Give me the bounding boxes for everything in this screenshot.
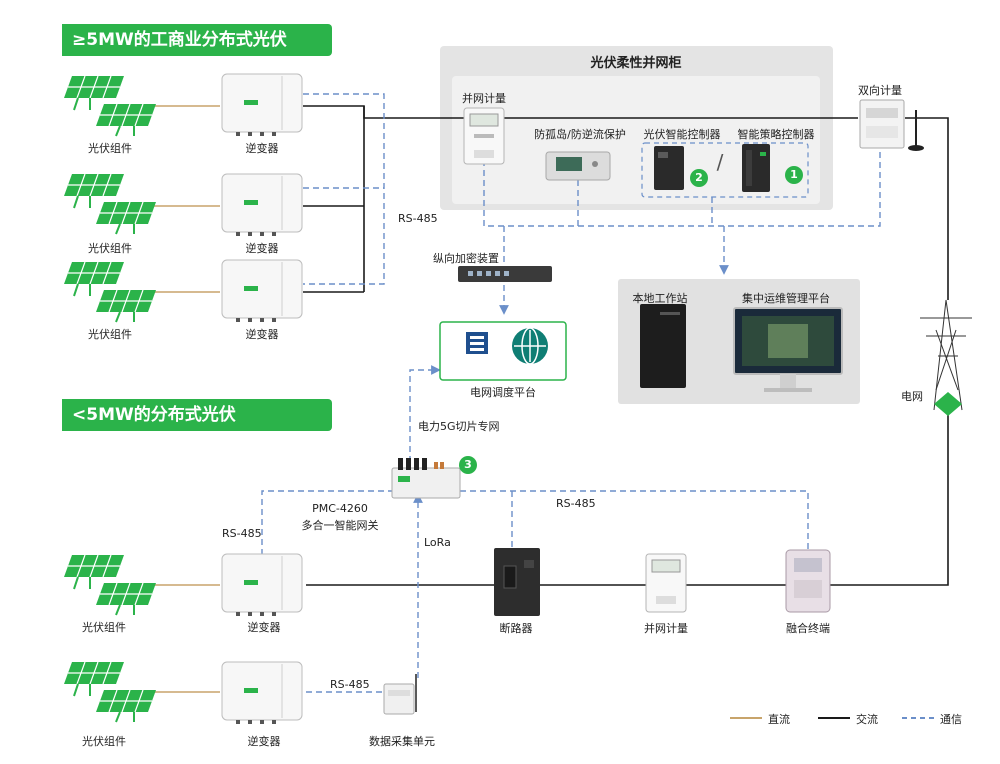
banner-small-pv: <5MW的分布式光伏 (62, 399, 332, 431)
smart-gateway-device (391, 458, 461, 499)
inverter-4 (221, 553, 303, 617)
inverter-label-3: 逆变器 (245, 328, 279, 341)
controller-group-frame (641, 142, 809, 198)
ops-platform-label: 集中运维管理平台 (742, 292, 830, 305)
pv-module-label-4: 光伏组件 (82, 621, 126, 634)
grid-meter-label: 并网计量 (462, 92, 506, 105)
pv-controller-device (654, 146, 684, 190)
breaker-label: 断路器 (499, 622, 533, 635)
bidirectional-meter-device (859, 99, 905, 149)
lower-grid-meter-device (645, 553, 687, 613)
badge-two-number: 2 (695, 171, 703, 184)
lora-label: LoRa (424, 536, 451, 549)
pv-array-1 (63, 75, 157, 137)
antenna-icon (908, 110, 924, 151)
anti-island-label: 防孤岛/防逆流保护 (534, 128, 626, 141)
fusion-terminal-label: 融合终端 (786, 622, 830, 635)
rs485-label-upper: RS-485 (398, 212, 438, 225)
inverter-label-2: 逆变器 (245, 242, 279, 255)
legend-dc-label: 直流 (768, 713, 790, 726)
cabinet-inner (452, 76, 820, 204)
badge-two (690, 169, 708, 187)
fusion-terminal-device (785, 549, 831, 613)
gateway-name-label: 多合一智能网关 (301, 519, 379, 532)
legend-comm-label: 通信 (940, 713, 962, 726)
badge-one (785, 166, 803, 184)
badge-three-number: 3 (464, 458, 472, 471)
ops-monitor (733, 307, 843, 392)
grid-label: 电网 (901, 390, 923, 403)
lower-grid-meter-label: 并网计量 (644, 622, 688, 635)
gateway-model-label: PMC-4260 (312, 502, 368, 515)
transmission-tower-icon (920, 299, 972, 411)
grid-meter-device (463, 107, 505, 165)
strategy-controller-label: 智能策略控制器 (737, 128, 815, 141)
pv-module-label-5: 光伏组件 (82, 735, 126, 748)
anti-island-device (545, 151, 611, 181)
dispatch-label: 电网调度平台 (470, 386, 536, 399)
slash-separator: / (716, 150, 724, 174)
pv-module-label-3: 光伏组件 (88, 328, 132, 341)
grid-node-marker (934, 392, 962, 416)
pv-array-3 (63, 261, 157, 323)
ac-lines (303, 105, 949, 586)
pv-array-4 (63, 554, 157, 616)
inverter-5 (221, 661, 303, 725)
bidirectional-meter-label: 双向计量 (858, 84, 902, 97)
workstation-tower (640, 304, 686, 388)
dispatch-platform-box (439, 321, 567, 381)
inverter-label-1: 逆变器 (245, 142, 279, 155)
inverter-1 (221, 73, 303, 137)
daq-label: 数据采集单元 (369, 735, 435, 748)
strategy-controller-device (742, 144, 770, 192)
cabinet-title: 光伏柔性并网柜 (590, 56, 682, 71)
rs485-label-left: RS-485 (222, 527, 262, 540)
pv-array-2 (63, 173, 157, 235)
encryption-label: 纵向加密装置 (433, 252, 499, 265)
breaker-device (494, 548, 540, 616)
rs485-label-daq: RS-485 (330, 678, 370, 691)
comm-lines (261, 93, 881, 693)
encryption-device (458, 266, 552, 282)
rs485-label-right: RS-485 (556, 497, 596, 510)
slice-network-label: 电力5G切片专网 (418, 420, 500, 433)
inverter-label-4: 逆变器 (247, 621, 281, 634)
pv-module-label-1: 光伏组件 (88, 142, 132, 155)
badge-three (459, 456, 477, 474)
badge-one-number: 1 (790, 168, 798, 181)
pv-controller-label: 光伏智能控制器 (643, 128, 721, 141)
banner-large-pv: ≥5MW的工商业分布式光伏 (62, 24, 332, 56)
inverter-label-5: 逆变器 (247, 735, 281, 748)
legend-ac-label: 交流 (856, 713, 878, 726)
daq-device (383, 674, 417, 715)
local-workstation-label: 本地工作站 (632, 292, 688, 305)
pv-module-label-2: 光伏组件 (88, 242, 132, 255)
csg-logo (466, 332, 488, 354)
inverter-2 (221, 173, 303, 237)
inverter-3 (221, 259, 303, 323)
dc-lines (152, 105, 220, 693)
sgcc-logo (512, 327, 548, 365)
pv-array-5 (63, 661, 157, 723)
